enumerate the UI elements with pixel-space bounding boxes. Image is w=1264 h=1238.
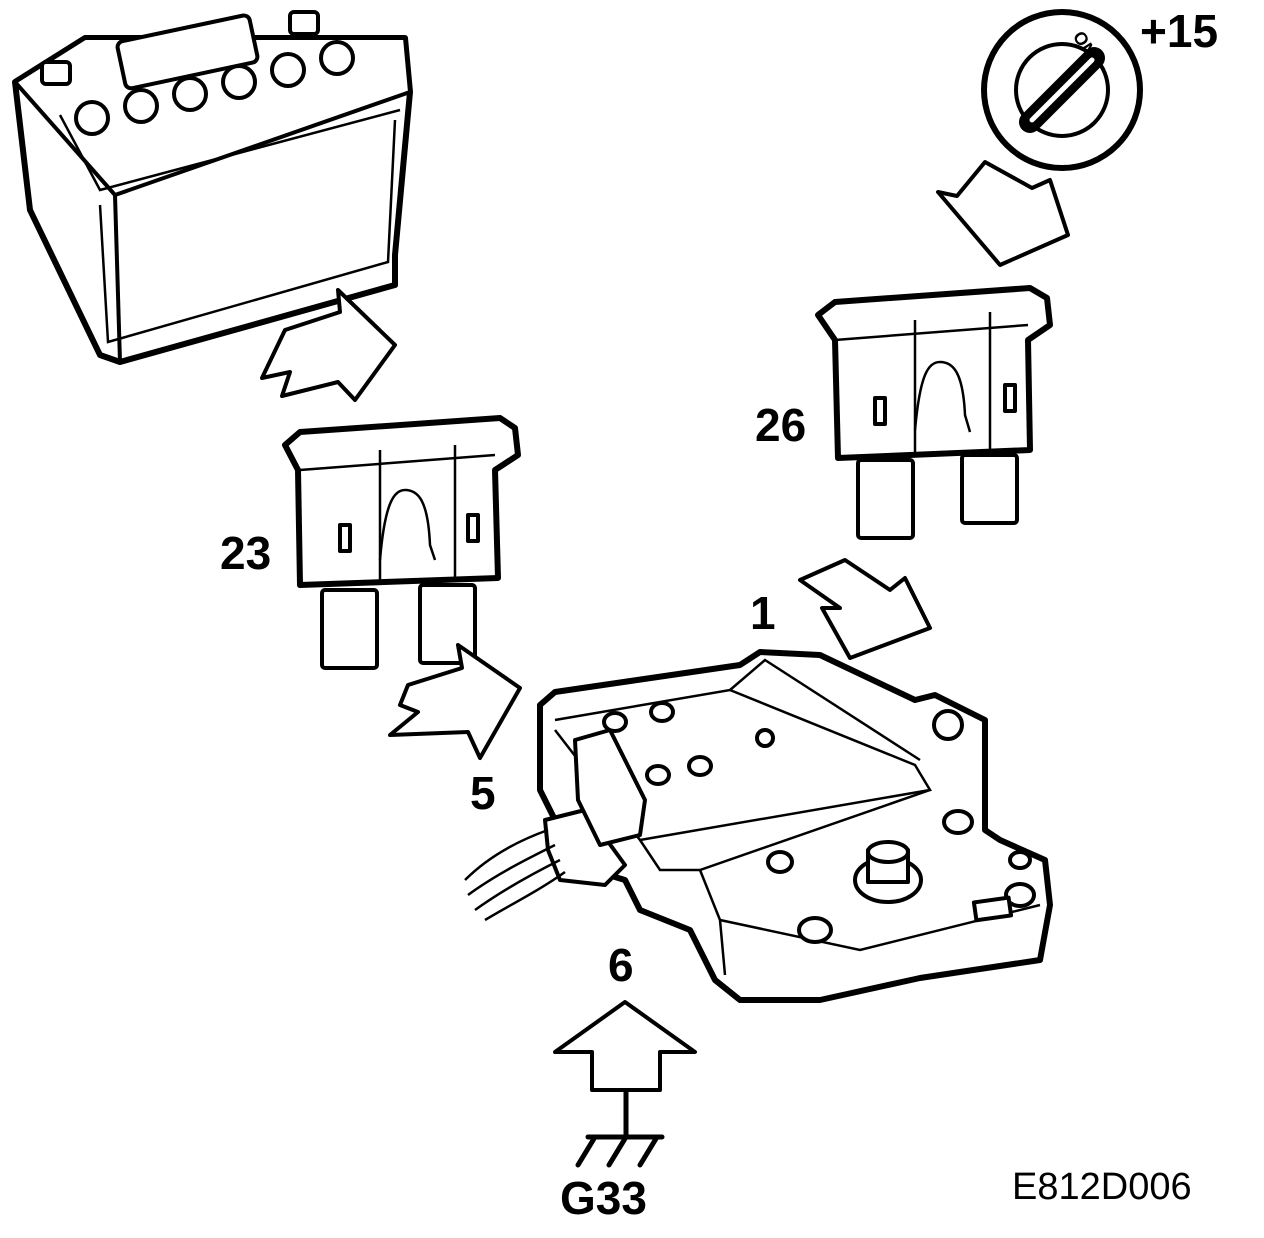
fuse-26-label: 26	[755, 399, 807, 451]
pin-6-label: 6	[608, 939, 634, 991]
ignition-switch	[981, 9, 1143, 171]
arrow-fuse26-to-pin1	[798, 558, 932, 660]
ground-point-label: G33	[560, 1172, 647, 1224]
pin-1-label: 1	[750, 587, 776, 639]
pin-5-label: 5	[470, 767, 496, 819]
fuse-23	[282, 415, 521, 670]
fuse-26	[815, 285, 1053, 540]
arrow-ground-to-pin6	[553, 1000, 697, 1135]
arrow-battery-to-fuse	[260, 288, 397, 402]
fuse-23-label: 23	[220, 527, 272, 579]
arrow-fuse23-to-pin5	[388, 643, 522, 760]
ignition-terminal-label: +15	[1140, 5, 1219, 57]
figure-code: E812D006	[1012, 1166, 1192, 1208]
ground-symbol	[575, 1134, 665, 1168]
actuator-module	[464, 649, 1053, 1003]
battery	[12, 10, 413, 365]
arrow-ignition-to-fuse	[936, 160, 1070, 267]
